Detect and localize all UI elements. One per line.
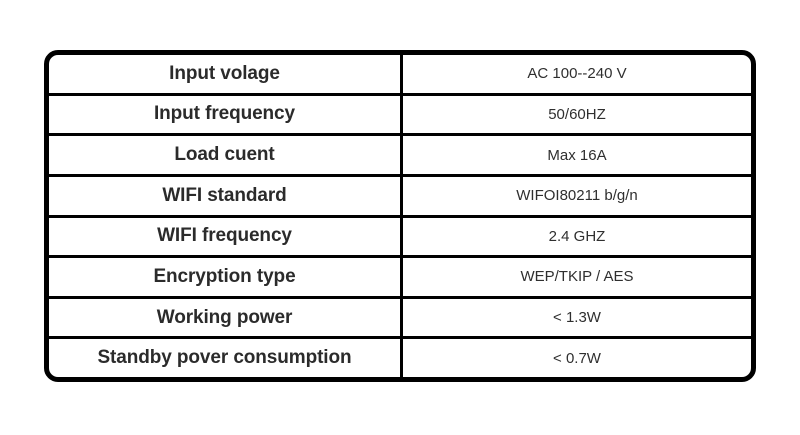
table-row: Working power < 1.3W — [49, 298, 751, 340]
table-row: Load cuent Max 16A — [49, 136, 751, 177]
table-row: Standby pover consumption < 0.7W — [49, 339, 751, 377]
specification-table: Input volage AC 100--240 V Input frequen… — [44, 50, 756, 382]
spec-label-working-power: Working power — [49, 298, 403, 337]
spec-value-working-power: < 1.3W — [553, 309, 601, 327]
table-row: WIFI standard WIFOI80211 b/g/n — [49, 176, 751, 218]
spec-value-input-frequency: 50/60HZ — [548, 105, 606, 123]
spec-value-wifi-standard: WIFOI80211 b/g/n — [516, 187, 638, 205]
table-row: WIFI frequency 2.4 GHZ — [49, 217, 751, 259]
spec-value-standby-power-consumption: < 0.7W — [553, 349, 601, 367]
spec-label-input-volage: Input volage — [49, 55, 403, 93]
table-row: Input frequency 50/60HZ — [49, 95, 751, 137]
spec-label-wifi-frequency: WIFI frequency — [49, 217, 403, 256]
spec-label-wifi-standard: WIFI standard — [49, 176, 403, 215]
table-row: Input volage AC 100--240 V — [49, 55, 751, 96]
table-row: Encryption type WEP/TKIP / AES — [49, 258, 751, 299]
spec-value-input-volage: AC 100--240 V — [527, 65, 627, 83]
spec-value-encryption-type: WEP/TKIP / AES — [520, 268, 634, 286]
spec-label-standby-power-consumption: Standby pover consumption — [49, 339, 403, 377]
spec-label-input-frequency: Input frequency — [49, 95, 403, 134]
spec-value-wifi-frequency: 2.4 GHZ — [548, 227, 606, 245]
spec-value-load-cuent: Max 16A — [547, 146, 607, 164]
spec-label-encryption-type: Encryption type — [49, 258, 403, 296]
spec-label-load-cuent: Load cuent — [49, 136, 403, 174]
